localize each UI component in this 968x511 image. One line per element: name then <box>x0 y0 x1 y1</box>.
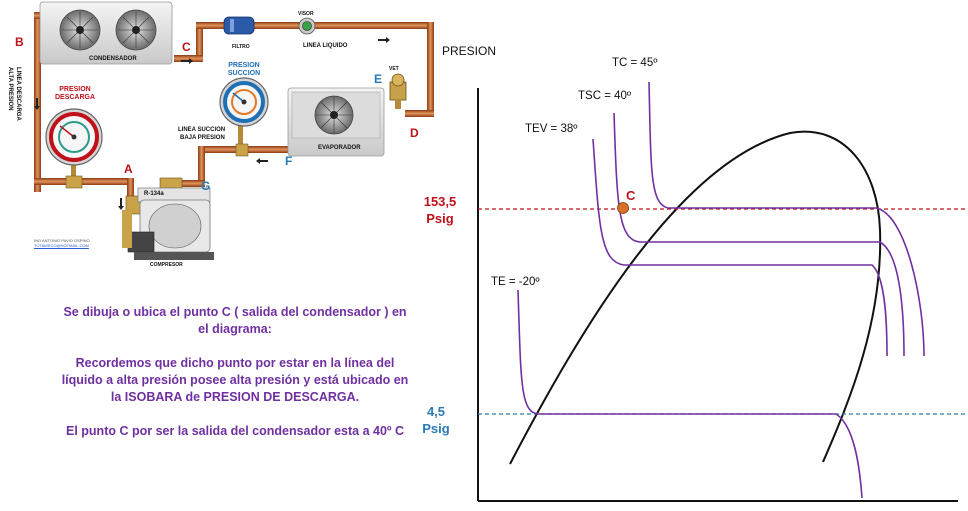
isotherm-tev <box>592 138 888 357</box>
high-pressure-value: 153,5 <box>423 194 457 209</box>
suction-line-label-1: LINEA SUCCION <box>178 127 226 133</box>
sight-glass-label: VISOR <box>298 11 314 17</box>
filter-label: FILTRO <box>232 44 250 50</box>
suction-gauge-title: PRESION SUCCION <box>223 62 265 78</box>
condenser-label: CONDENSADOR <box>89 56 137 62</box>
suction-line-label-2: BAJA PRESION <box>180 135 225 141</box>
compressor-unit <box>122 177 214 260</box>
discharge-pressure-gauge <box>45 108 103 166</box>
isotherm-te <box>517 289 863 499</box>
author-credit: ING ANTONIO PAVIO OSPINO TOTAWECO@HOTMAI… <box>34 238 90 248</box>
liquid-line-label: LINEA LIQUIDO <box>303 43 348 49</box>
isotherm-tev-label: TEV = 38º <box>525 123 578 135</box>
low-pressure-value-label: 4,5 Psig <box>414 403 458 437</box>
point-b-label: B <box>15 35 24 49</box>
saturation-dome <box>509 130 882 465</box>
suction-gauge-title-1: PRESION <box>228 62 260 69</box>
diagram-point-c-label: C <box>626 188 636 203</box>
suction-pressure-gauge <box>219 77 269 127</box>
isotherm-te-label: TE = -20º <box>491 276 540 288</box>
point-a-label: A <box>124 162 133 176</box>
liquid-line-pipe <box>196 22 203 60</box>
low-pressure-value: 4,5 <box>426 404 446 419</box>
author-email: TOTAWECO@HOTMAIL.COM <box>34 243 89 248</box>
filter-drier <box>223 16 255 35</box>
explanation-paragraph-1: Se dibuja o ubica el punto C ( salida de… <box>63 305 407 336</box>
isotherm-tsc-label: TSC = 40º <box>578 90 632 102</box>
evaporator-label: EVAPORADOR <box>318 145 361 151</box>
low-pressure-unit: Psig <box>422 421 450 436</box>
author-name: ING ANTONIO PAVIO OSPINO <box>34 238 90 243</box>
point-f-label: F <box>285 154 293 168</box>
isotherm-tsc <box>613 112 905 357</box>
explanation-paragraph-2: Recordemos que dicho punto por estar en … <box>61 356 409 404</box>
sight-glass <box>298 17 316 35</box>
refrigerant-label: R-134a <box>144 191 164 197</box>
point-c-label: C <box>182 40 191 54</box>
isotherm-tc <box>648 81 925 357</box>
compressor-label: COMPRESOR <box>150 262 183 268</box>
point-g-label: G <box>201 179 211 193</box>
explanation-text: Se dibuja o ubica el punto C ( salida de… <box>60 304 410 457</box>
evaporator-unit <box>287 87 385 157</box>
explanation-paragraph-3: El punto C por ser la salida del condens… <box>66 424 404 438</box>
point-c-marker <box>617 202 629 214</box>
condenser-unit <box>39 1 173 65</box>
expansion-valve <box>389 73 407 109</box>
discharge-gauge-title-1: PRESION <box>59 86 91 93</box>
y-axis-label: PRESION <box>442 44 497 58</box>
high-pressure-value-label: 153,5 Psig <box>414 193 466 227</box>
suction-gauge-title-2: SUCCION <box>227 70 261 77</box>
refrigeration-circuit <box>34 1 434 260</box>
expansion-valve-label: VET <box>389 66 399 72</box>
point-d-label: D <box>410 126 419 140</box>
high-pressure-unit: Psig <box>426 211 454 226</box>
point-e-label: E <box>374 72 383 86</box>
discharge-gauge-title-2: DESCARGA <box>54 94 96 101</box>
isotherm-tc-label: TC = 45º <box>612 57 658 69</box>
discharge-gauge-title: PRESION DESCARGA <box>54 86 96 102</box>
